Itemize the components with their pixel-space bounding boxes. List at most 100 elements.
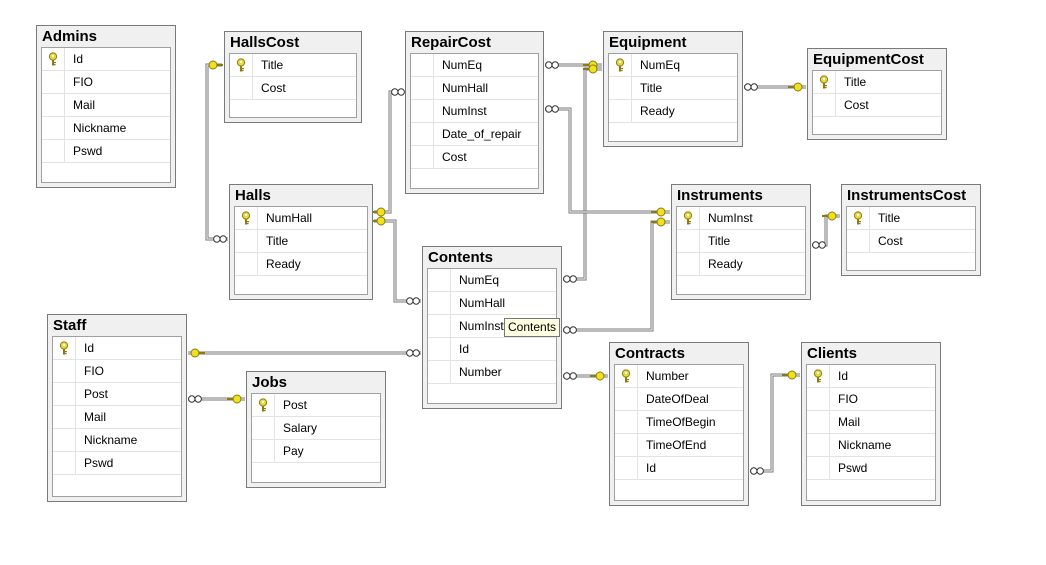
field-row[interactable]: NumEq [411,54,538,77]
table-title[interactable]: Instruments [677,187,763,204]
field-row[interactable]: Number [615,365,743,388]
primary-key-icon [847,207,870,229]
field-row[interactable]: Title [235,230,367,253]
field-row[interactable]: Number [428,361,556,384]
field-row[interactable]: Title [609,77,737,100]
field-row[interactable]: Id [807,365,935,388]
field-row[interactable]: NumEq [609,54,737,77]
field-row[interactable]: TimeOfBegin [615,411,743,434]
field-name: Title [640,81,663,95]
field-row[interactable]: Nickname [53,429,181,452]
table-title[interactable]: Halls [235,187,271,204]
row-selector [53,383,76,405]
table-title[interactable]: Admins [42,28,98,45]
field-row[interactable]: Id [615,457,743,480]
row-selector [807,434,830,456]
field-row[interactable]: Id [53,337,181,360]
field-row[interactable]: Pswd [53,452,181,475]
field-row[interactable]: Pswd [42,140,170,163]
field-name: NumHall [266,211,313,225]
rel-contents-instruments[interactable] [563,220,670,332]
field-row[interactable]: FIO [53,360,181,383]
field-row[interactable]: DateOfDeal [615,388,743,411]
field-row[interactable]: Mail [42,94,170,117]
field-row[interactable]: Pswd [807,457,935,480]
field-row[interactable]: Salary [252,417,380,440]
field-name: Ready [640,104,675,118]
field-row[interactable]: Title [230,54,356,77]
table-title[interactable]: EquipmentCost [813,51,924,68]
table-title[interactable]: Clients [807,345,858,362]
field-row[interactable]: Nickname [42,117,170,140]
row-selector [42,71,65,93]
field-row[interactable]: NumEq [428,269,556,292]
field-name: Id [84,341,95,355]
table-title[interactable]: InstrumentsCost [847,187,967,204]
field-row[interactable]: Date_of_repair [411,123,538,146]
field-row[interactable]: Post [53,383,181,406]
row-selector [411,100,434,122]
field-name: Title [878,211,901,225]
table-title[interactable]: Staff [53,317,87,334]
field-row[interactable]: Title [847,207,975,230]
row-selector [428,315,451,337]
relationship-many-icon [750,467,764,475]
field-row[interactable]: FIO [807,388,935,411]
field-row[interactable]: NumHall [411,77,538,100]
field-row[interactable]: Mail [807,411,935,434]
rel-contents-halls[interactable] [374,219,421,303]
table-title[interactable]: Contracts [615,345,686,362]
table-title[interactable]: Equipment [609,34,687,51]
field-row[interactable]: TimeOfEnd [615,434,743,457]
field-name: NumHall [459,296,506,310]
table-title[interactable]: HallsCost [230,34,300,51]
field-row[interactable]: Id [42,48,170,71]
field-row[interactable]: Id [428,338,556,361]
field-row[interactable]: NumInst [428,315,556,338]
field-row[interactable]: Cost [847,230,975,253]
field-row[interactable]: Ready [235,253,367,276]
rel-contracts-clients[interactable] [750,373,800,473]
field-row[interactable]: Mail [53,406,181,429]
field-row[interactable]: Pay [252,440,380,463]
field-row[interactable]: Cost [230,77,356,100]
table-title[interactable]: Contents [428,249,493,266]
row-selector [677,230,700,252]
row-selector [252,417,275,439]
field-row[interactable]: Ready [609,100,737,123]
field-row[interactable]: Cost [411,146,538,169]
field-row[interactable]: NumInst [677,207,805,230]
field-row[interactable]: NumHall [235,207,367,230]
field-row[interactable]: Nickname [807,434,935,457]
row-selector [230,77,253,99]
rel-instruments-instrumentscost-inner [812,215,840,246]
field-row[interactable]: Post [252,394,380,417]
field-row[interactable]: NumHall [428,292,556,315]
field-row[interactable]: FIO [42,71,170,94]
field-row[interactable]: Title [813,71,941,94]
rel-repaircost-halls[interactable] [374,90,404,214]
table-title[interactable]: RepairCost [411,34,492,51]
field-row[interactable]: NumInst [411,100,538,123]
field-row[interactable]: Cost [813,94,941,117]
primary-key-icon [813,71,836,93]
field-row[interactable]: Title [677,230,805,253]
row-selector [428,338,451,360]
table-title[interactable]: Jobs [252,374,288,391]
field-row[interactable]: Ready [677,253,805,276]
